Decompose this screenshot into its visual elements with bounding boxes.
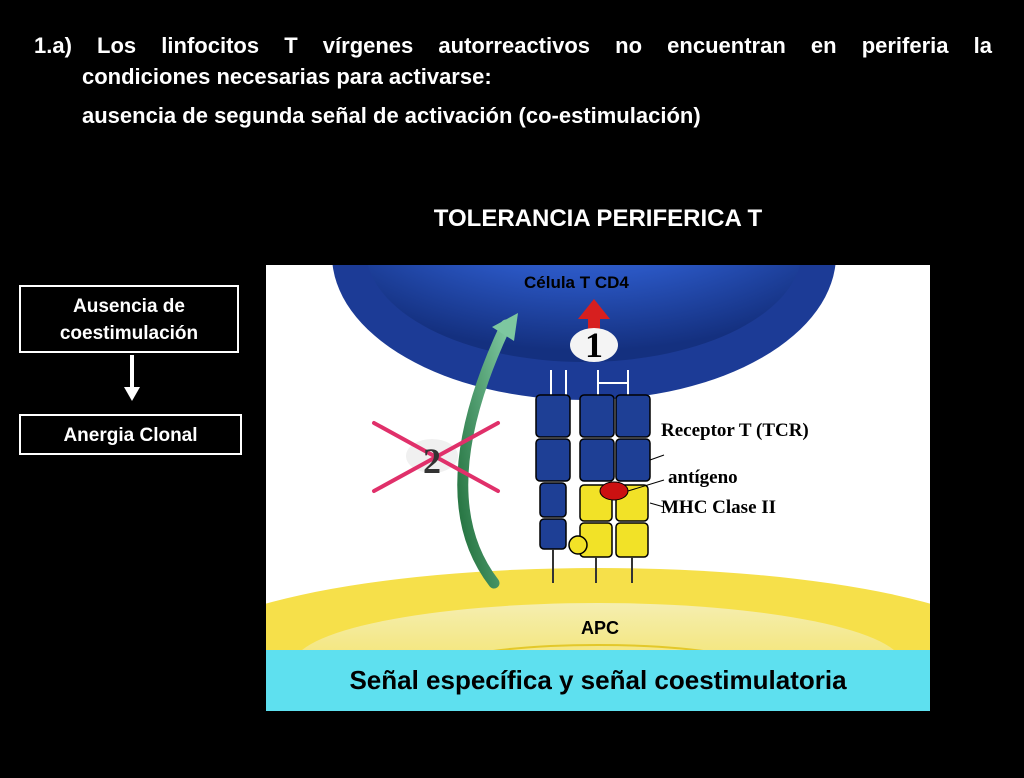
flow-box-label: Ausencia de coestimulación bbox=[59, 296, 199, 344]
mhc-label: MHC Clase II bbox=[661, 497, 777, 518]
down-arrow-icon bbox=[124, 355, 140, 401]
tcr-chain-right bbox=[615, 394, 651, 482]
signal2-costim-arrow bbox=[457, 319, 512, 589]
intro-text: 1.a) Los linfocitos T vírgenes autorreac… bbox=[34, 30, 992, 131]
slide-subtitle: TOLERANCIA PERIFERICA T bbox=[433, 205, 763, 232]
intro-line-3: ausencia de segunda señal de activación … bbox=[82, 103, 701, 128]
signal2-number: 2 bbox=[423, 441, 441, 481]
intro-line-1: 1.a) Los linfocitos T vírgenes autorreac… bbox=[34, 33, 992, 58]
signal1-number: 1 bbox=[585, 325, 603, 365]
flow-box-clonal-anergy: Anergia Clonal bbox=[19, 414, 242, 455]
antigen-peptide bbox=[599, 481, 629, 501]
flow-box-no-costimulation: Ausencia de coestimulación bbox=[19, 285, 239, 353]
intro-line-2: condiciones necesarias para activarse: bbox=[82, 64, 492, 89]
tcell-apc-diagram: Célula T CD4 1 2 Receptor T (TCR) antíge… bbox=[266, 265, 930, 711]
antigen-label: antígeno bbox=[668, 467, 738, 488]
tcr-chain-left bbox=[535, 394, 571, 550]
banner-text: Señal específica y señal coestimulatoria bbox=[349, 665, 847, 695]
tcell-label: Célula T CD4 bbox=[524, 273, 629, 292]
signal2-arrow-head bbox=[492, 313, 518, 341]
apc-label: APC bbox=[581, 618, 620, 638]
flow-box-label: Anergia Clonal bbox=[63, 425, 198, 446]
tcr-label: Receptor T (TCR) bbox=[661, 420, 809, 441]
signal1-badge bbox=[570, 328, 618, 362]
blocked-cross-icon bbox=[372, 421, 500, 493]
signal-banner: Señal específica y señal coestimulatoria bbox=[266, 650, 930, 711]
tcr-chain-middle bbox=[579, 394, 615, 482]
signal1-arrow-head bbox=[578, 299, 610, 319]
